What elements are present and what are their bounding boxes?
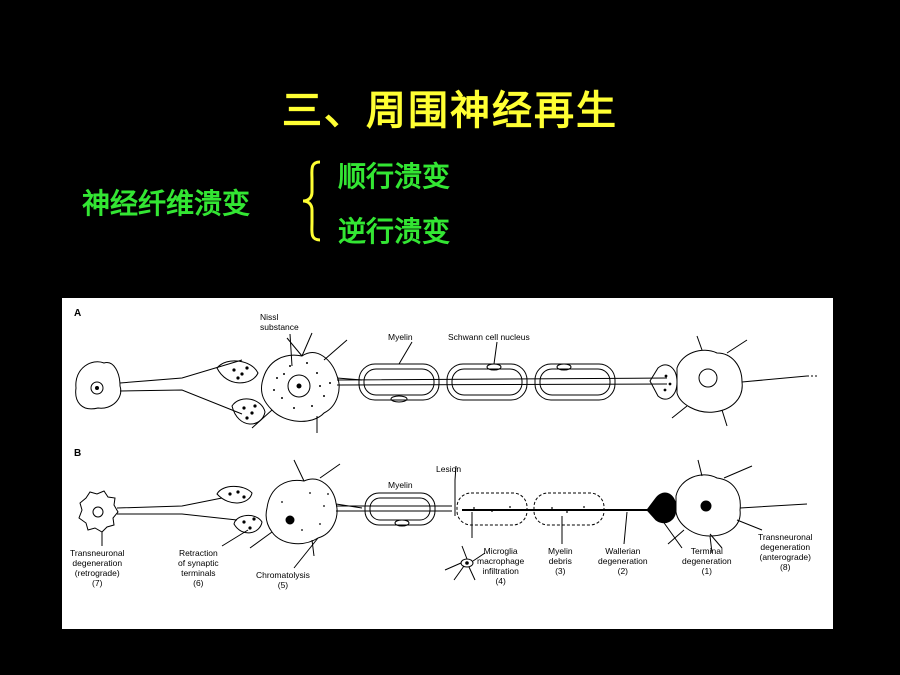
a-left-soma (75, 361, 122, 410)
label-transneuronal-retrograde: Transneuronal degeneration (retrograde) … (70, 548, 125, 588)
b-microglia (444, 545, 486, 581)
label-schwann-nucleus: Schwann cell nucleus (448, 332, 530, 342)
retrograde-degeneration-term: 逆行溃变 (338, 215, 451, 248)
b-central-soma (265, 478, 338, 545)
label-myelin-b: Myelin (388, 480, 413, 490)
slide-title: 三、周围神经再生 (282, 88, 618, 134)
a-left-nucleus (90, 381, 104, 395)
leader-lines (101, 333, 763, 569)
curly-brace (302, 160, 321, 242)
anterograde-degeneration-term: 顺行溃变 (338, 160, 451, 193)
a-myelin-3 (534, 363, 616, 401)
label-retraction-terminals: Retraction of synaptic terminals (6) (178, 548, 219, 588)
label-terminal-degeneration: Terminal degeneration (1) (682, 546, 732, 576)
label-myelin-a: Myelin (388, 332, 413, 342)
label-chromatolysis: Chromatolysis (5) (256, 570, 310, 590)
a-right-nucleus (698, 368, 718, 388)
a-main-axon (336, 377, 668, 386)
nerve-fiber-degeneration-term: 神经纤维溃变 (82, 187, 251, 220)
b-terminal-lower (233, 515, 263, 534)
panel-label-b: B (74, 448, 82, 459)
label-wallerian-degeneration: Wallerian degeneration (2) (598, 546, 648, 576)
neuron-degeneration-figure: A B Nissl substance Myelin Schwann cell … (62, 298, 833, 629)
b-terminal-upper (216, 485, 253, 504)
label-myelin-debris: Myelin debris (3) (548, 546, 573, 576)
b-myelin-intact (364, 492, 436, 526)
label-nissl-substance: Nissl substance (260, 312, 299, 332)
b-proximal-axon (336, 505, 452, 512)
a-central-nucleus (287, 374, 311, 398)
a-right-terminal (649, 364, 678, 400)
a-terminal-upper (216, 360, 259, 384)
a-nissl-dots (273, 362, 331, 409)
label-microglia-infiltration: Microglia macrophage infiltration (4) (477, 546, 525, 586)
b-left-axon (116, 497, 238, 521)
panel-label-a: A (74, 308, 82, 319)
b-right-nucleus (700, 500, 712, 512)
label-lesion: Lesion (436, 464, 462, 474)
b-degenerating-terminal (646, 492, 677, 524)
b-eccentric-nucleus (285, 515, 295, 525)
neuron-diagram-svg (75, 332, 817, 581)
a-central-soma (261, 352, 340, 422)
a-myelin-2 (446, 363, 528, 401)
a-terminal-lower (231, 398, 266, 425)
b-left-soma (78, 490, 119, 533)
b-left-nucleus (92, 506, 104, 518)
a-left-axon (119, 359, 243, 415)
label-transneuronal-anterograde: Transneuronal degeneration (anterograde)… (758, 532, 813, 572)
a-right-soma (676, 349, 743, 413)
b-right-soma (675, 474, 741, 537)
